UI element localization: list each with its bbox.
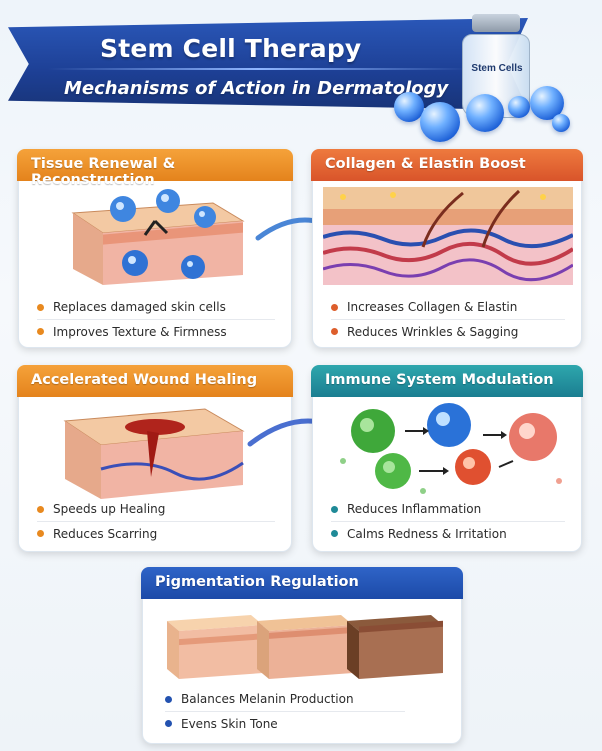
- list-item: Replaces damaged skin cells: [37, 295, 275, 319]
- vial-label: Stem Cells: [471, 63, 523, 74]
- stem-cell-bubble-icon: [552, 114, 570, 132]
- bullet-text: Increases Collagen & Elastin: [347, 300, 518, 314]
- list-item: Increases Collagen & Elastin: [331, 295, 565, 319]
- bullet-text: Calms Redness & Irritation: [347, 526, 507, 541]
- pigment-skin-blocks-illustration: [167, 615, 443, 679]
- bullet-text: Reduces Inflammation: [347, 502, 482, 516]
- card-wound-title: Accelerated Wound Healing: [17, 365, 293, 397]
- list-item: Speeds up Healing: [37, 497, 275, 521]
- page-subtitle: Mechanisms of Action in Dermatology: [64, 78, 449, 99]
- bullet-dot: [331, 303, 338, 311]
- card-pigment-title: Pigmentation Regulation: [141, 567, 463, 599]
- list-item: Evens Skin Tone: [165, 711, 405, 735]
- card-collagen-elastin: Collagen & Elastin Boost Increases Colla…: [311, 149, 583, 348]
- bullet-text: Reduces Scarring: [53, 526, 158, 541]
- card-collagen-bullets: Increases Collagen & Elastin Reduces Wri…: [331, 295, 565, 343]
- bullet-dot: [165, 720, 172, 727]
- card-wound-bullets: Speeds up Healing Reduces Scarring: [37, 497, 275, 545]
- bullet-dot: [37, 303, 44, 311]
- vial-cap: [472, 14, 520, 32]
- bullet-dot: [331, 505, 338, 513]
- list-item: Reduces Wrinkles & Sagging: [331, 319, 565, 343]
- card-tissue-title: Tissue Renewal & Reconstruction: [17, 149, 293, 188]
- list-item: Reduces Scarring: [37, 521, 275, 545]
- list-item: Calms Redness & Irritation: [331, 521, 565, 545]
- skin-block-illustration: [71, 189, 245, 285]
- banner-ribbon: [8, 18, 528, 110]
- bullet-text: Improves Texture & Firmness: [53, 324, 227, 339]
- list-item: Reduces Inflammation: [331, 497, 565, 521]
- card-immune-bullets: Reduces Inflammation Calms Redness & Irr…: [331, 497, 565, 545]
- bullet-text: Evens Skin Tone: [181, 716, 278, 731]
- header-banner: Stem Cell Therapy Mechanisms of Action i…: [8, 10, 594, 142]
- stem-cell-bubble-icon: [466, 94, 504, 132]
- immune-cells-illustration: [340, 403, 562, 494]
- wound-skin-illustration: [63, 408, 245, 499]
- bullet-dot: [331, 328, 338, 335]
- bullet-dot: [37, 328, 44, 335]
- card-immune-title: Immune System Modulation: [311, 365, 583, 397]
- card-collagen-title: Collagen & Elastin Boost: [311, 149, 583, 181]
- stem-cell-bubble-icon: [508, 96, 530, 118]
- bullet-text: Balances Melanin Production: [181, 692, 354, 706]
- bullet-text: Speeds up Healing: [53, 502, 166, 516]
- bullet-dot: [331, 530, 338, 537]
- card-tissue-bullets: Replaces damaged skin cells Improves Tex…: [37, 295, 275, 343]
- skin-layers-illustration: [323, 187, 573, 285]
- bullet-dot: [165, 695, 172, 703]
- bullet-text: Replaces damaged skin cells: [53, 300, 226, 314]
- stem-cell-bubble-icon: [394, 92, 424, 122]
- stem-cell-bubble-icon: [420, 102, 460, 142]
- card-tissue-renewal: Tissue Renewal & Reconstruction Replaces…: [17, 149, 293, 348]
- card-pigmentation: Pigmentation Regulation Balances Melanin…: [141, 567, 463, 744]
- page-title: Stem Cell Therapy: [100, 34, 362, 63]
- list-item: Balances Melanin Production: [165, 687, 405, 711]
- banner-divider: [48, 68, 468, 70]
- list-item: Improves Texture & Firmness: [37, 319, 275, 343]
- bullet-text: Reduces Wrinkles & Sagging: [347, 324, 519, 339]
- bullet-dot: [37, 530, 44, 537]
- card-wound-healing: Accelerated Wound Healing Speeds up Heal…: [17, 365, 293, 552]
- bullet-dot: [37, 505, 44, 513]
- card-immune-modulation: Immune System Modulation Reduces Inflamm…: [311, 365, 583, 552]
- card-pigment-bullets: Balances Melanin Production Evens Skin T…: [165, 687, 405, 735]
